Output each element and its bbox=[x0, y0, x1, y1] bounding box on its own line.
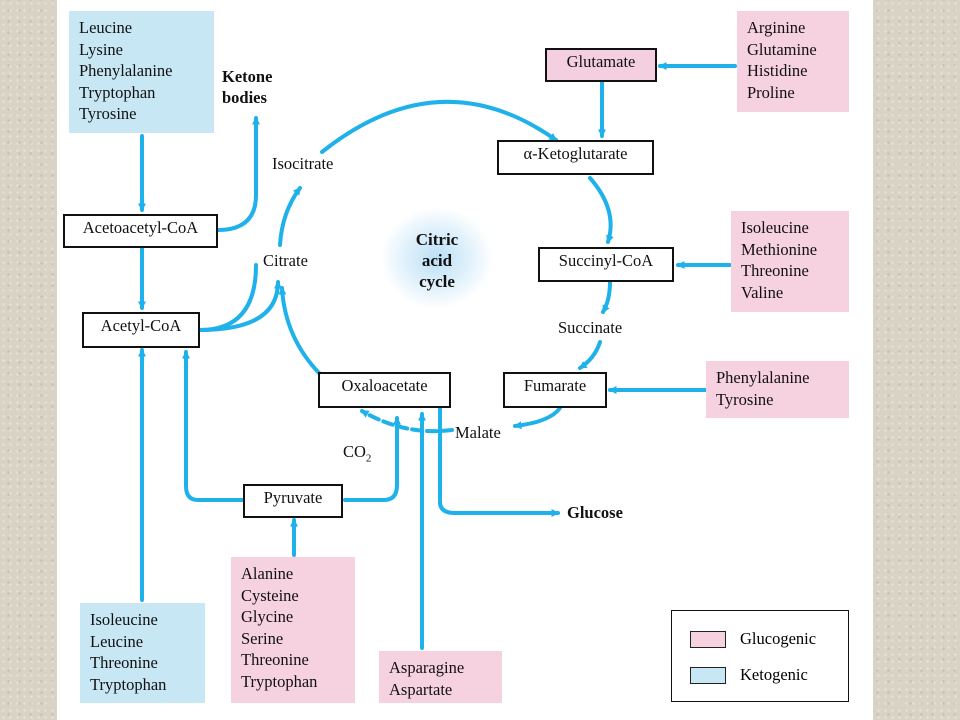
amino-acid: Alanine bbox=[241, 564, 294, 583]
acetyl-coa-box: Acetyl-CoA bbox=[82, 312, 200, 348]
amino-acid: Tryptophan bbox=[79, 82, 156, 102]
amino-acid: Proline bbox=[747, 82, 795, 102]
amino-acid: Lysine bbox=[79, 39, 123, 59]
amino-acid: Threonine bbox=[741, 261, 809, 280]
amino-acid: Tryptophan bbox=[241, 671, 318, 691]
co2-label: CO2 bbox=[343, 442, 372, 465]
amino-acid: Asparagine bbox=[389, 658, 465, 677]
alpha-ketoglutarate-box: α-Ketoglutarate bbox=[497, 140, 654, 175]
amino-acid: Tyrosine bbox=[79, 104, 137, 123]
amino-acids-fumarate-sources: Phenylalanine Tyrosine bbox=[706, 361, 849, 418]
amino-acid: Glutamine bbox=[747, 39, 817, 59]
isocitrate-label: Isocitrate bbox=[272, 154, 334, 173]
citrate-label: Citrate bbox=[263, 251, 308, 270]
amino-acids-succinyl-sources: Isoleucine Methionine Threonine Valine bbox=[731, 211, 849, 312]
amino-acid: Arginine bbox=[747, 18, 806, 37]
amino-acids-ketogenic-top: Leucine Lysine Phenylalanine Tryptophan … bbox=[69, 11, 214, 133]
succinate-label: Succinate bbox=[558, 318, 623, 337]
amino-acid: Serine bbox=[241, 628, 284, 648]
amino-acids-acetyl-sources: Isoleucine Leucine Threonine Tryptophan bbox=[80, 603, 205, 703]
glucogenic-swatch bbox=[690, 630, 726, 648]
amino-acid: Tryptophan bbox=[90, 674, 167, 694]
amino-acid: Phenylalanine bbox=[716, 368, 810, 387]
amino-acids-pyruvate-sources: Alanine Cysteine Glycine Serine Threonin… bbox=[231, 557, 355, 703]
amino-acid: Valine bbox=[741, 282, 784, 302]
amino-acid: Methionine bbox=[741, 239, 818, 259]
amino-acid: Phenylalanine bbox=[79, 61, 173, 80]
amino-acids-glutamate-sources: Arginine Glutamine Histidine Proline bbox=[737, 11, 849, 112]
oxaloacetate-box: Oxaloacetate bbox=[318, 372, 451, 408]
amino-acid: Threonine bbox=[90, 653, 158, 672]
glucose-label: Glucose bbox=[567, 503, 623, 522]
citric-acid-cycle-label: Citric acid cycle bbox=[415, 230, 459, 291]
legend: Glucogenic Ketogenic bbox=[671, 610, 849, 702]
amino-acids-oxaloacetate-sources: Asparagine Aspartate bbox=[379, 651, 502, 703]
ketone-bodies-label: Ketone bodies bbox=[222, 67, 273, 107]
amino-acid: Cysteine bbox=[241, 585, 299, 605]
amino-acid: Isoleucine bbox=[741, 218, 809, 237]
legend-label-glucogenic: Glucogenic bbox=[740, 629, 817, 648]
acetoacetyl-coa-box: Acetoacetyl-CoA bbox=[63, 214, 218, 248]
amino-acid: Tyrosine bbox=[716, 389, 774, 409]
fumarate-box: Fumarate bbox=[503, 372, 607, 408]
amino-acid: Histidine bbox=[747, 61, 808, 80]
succinyl-coa-box: Succinyl-CoA bbox=[538, 247, 674, 282]
malate-label: Malate bbox=[455, 423, 501, 442]
amino-acid: Leucine bbox=[79, 18, 133, 37]
amino-acid: Aspartate bbox=[389, 679, 453, 699]
glutamate-box: Glutamate bbox=[545, 48, 657, 82]
pyruvate-box: Pyruvate bbox=[243, 484, 343, 518]
amino-acid: Glycine bbox=[241, 607, 294, 626]
legend-item-glucogenic: Glucogenic bbox=[690, 629, 816, 649]
ketogenic-swatch bbox=[690, 666, 726, 684]
legend-item-ketogenic: Ketogenic bbox=[690, 665, 808, 685]
cycle-glow bbox=[382, 208, 492, 308]
legend-label-ketogenic: Ketogenic bbox=[740, 665, 808, 684]
amino-acid: Isoleucine bbox=[90, 610, 158, 629]
amino-acid: Leucine bbox=[90, 631, 144, 651]
amino-acid: Threonine bbox=[241, 650, 309, 669]
